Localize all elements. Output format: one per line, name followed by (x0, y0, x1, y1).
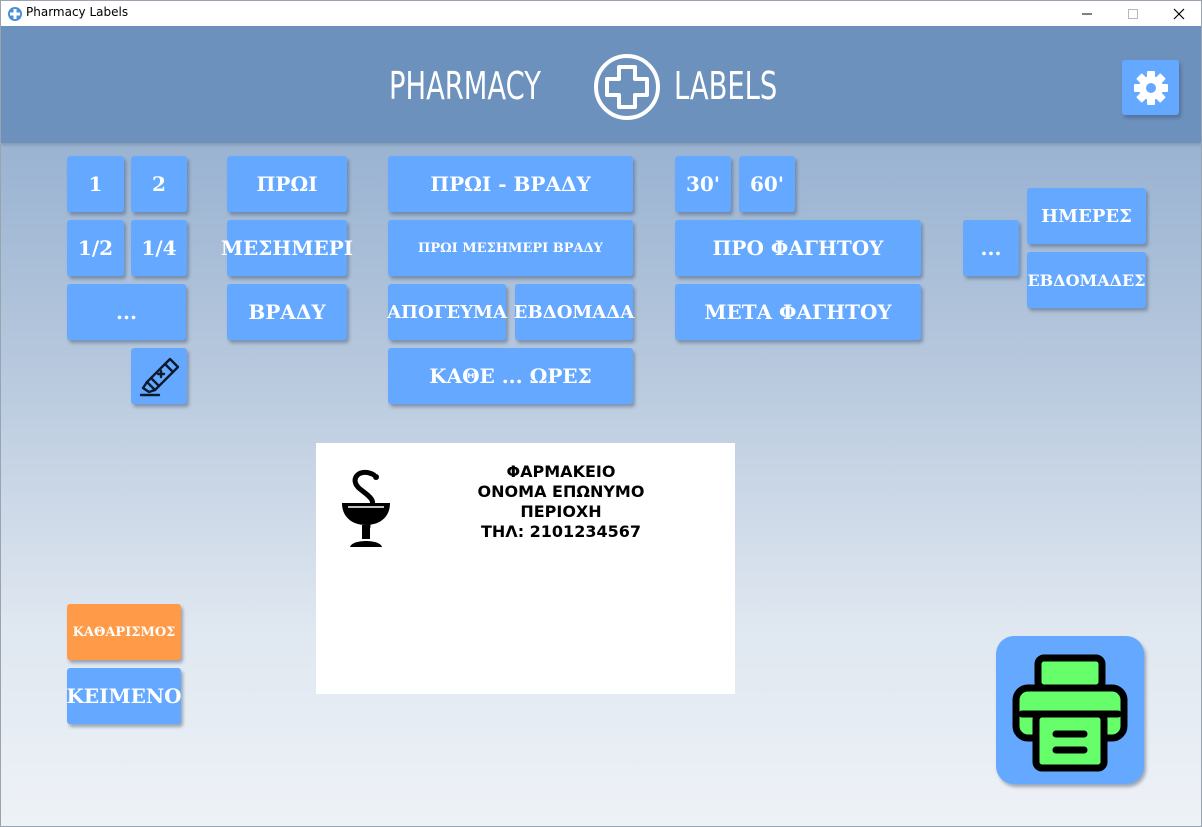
qty-quarter-button[interactable]: 1/4 (131, 220, 187, 276)
days-button[interactable]: ΗΜΕΡΕΣ (1027, 188, 1146, 244)
noon-button[interactable]: ΜΕΣΗΜΕΡΙ (221, 220, 353, 276)
print-button[interactable] (996, 636, 1144, 784)
pharmacy-line: ΦΑΡΜΑΚΕΙΟ (506, 462, 616, 481)
maximize-icon (1128, 8, 1138, 19)
medical-cross-icon (594, 54, 660, 120)
app-body: PHARMACY LABELS (1, 26, 1201, 826)
text-button[interactable]: ΚΕΙΜΕΝΟ (66, 668, 182, 724)
every-hours-button[interactable]: ΚΑΘΕ ... ΩΡΕΣ (388, 348, 633, 404)
morning-noon-evening-button[interactable]: ΠΡΩΙ ΜΕΣΗΜΕΡΙ ΒΡΑΔΥ (388, 220, 633, 276)
settings-button[interactable] (1122, 60, 1179, 115)
gear-icon (1133, 70, 1168, 105)
qty-one-button[interactable]: 1 (67, 156, 124, 212)
owner-name-line: ΟΝΟΜΑ ΕΠΩΝΥΜΟ (477, 482, 645, 501)
area-line: ΠΕΡΙΟΧΗ (520, 502, 602, 521)
minutes-30-button[interactable]: 30' (675, 156, 731, 212)
morning-button[interactable]: ΠΡΩΙ (227, 156, 347, 212)
minimize-button[interactable] (1064, 1, 1110, 26)
afternoon-button[interactable]: ΑΠΟΓΕΥΜΑ (387, 284, 507, 340)
title-bar: Pharmacy Labels (1, 1, 1201, 26)
minutes-60-button[interactable]: 60' (739, 156, 795, 212)
qty-half-button[interactable]: 1/2 (67, 220, 124, 276)
close-button[interactable] (1156, 1, 1201, 26)
qty-more-button[interactable]: ... (67, 284, 186, 340)
clear-button[interactable]: ΚΑΘΑΡΙΣΜΟΣ (67, 604, 181, 660)
qty-two-button[interactable]: 2 (131, 156, 187, 212)
before-food-button[interactable]: ΠΡΟ ΦΑΓΗΤΟΥ (675, 220, 921, 276)
brand-right: LABELS (674, 64, 778, 108)
ointment-button[interactable] (131, 348, 187, 404)
duration-more-button[interactable]: ... (963, 220, 1019, 276)
ointment-tube-icon (139, 357, 180, 397)
phone-line: ΤΗΛ: 2101234567 (481, 522, 641, 541)
minimize-icon (1082, 13, 1092, 14)
window-title: Pharmacy Labels (26, 5, 129, 19)
brand-left: PHARMACY (389, 64, 541, 108)
pharmacy-app-icon (8, 7, 22, 21)
after-food-button[interactable]: ΜΕΤΑ ΦΑΓΗΤΟΥ (675, 284, 921, 340)
bowl-of-hygieia-icon (342, 469, 390, 547)
label-preview: ΦΑΡΜΑΚΕΙΟ ΟΝΟΜΑ ΕΠΩΝΥΜΟ ΠΕΡΙΟΧΗ ΤΗΛ: 210… (316, 443, 735, 694)
header-bar: PHARMACY LABELS (1, 26, 1201, 143)
weeks-button[interactable]: ΕΒΔΟΜΑΔΕΣ (1027, 252, 1146, 308)
printer-icon (1012, 654, 1128, 772)
maximize-button[interactable] (1110, 1, 1156, 26)
evening-button[interactable]: ΒΡΑΔΥ (227, 284, 347, 340)
close-icon (1173, 8, 1185, 19)
morning-evening-button[interactable]: ΠΡΩΙ - ΒΡΑΔΥ (388, 156, 633, 212)
week-button[interactable]: ΕΒΔΟΜΑΔΑ (514, 284, 634, 340)
